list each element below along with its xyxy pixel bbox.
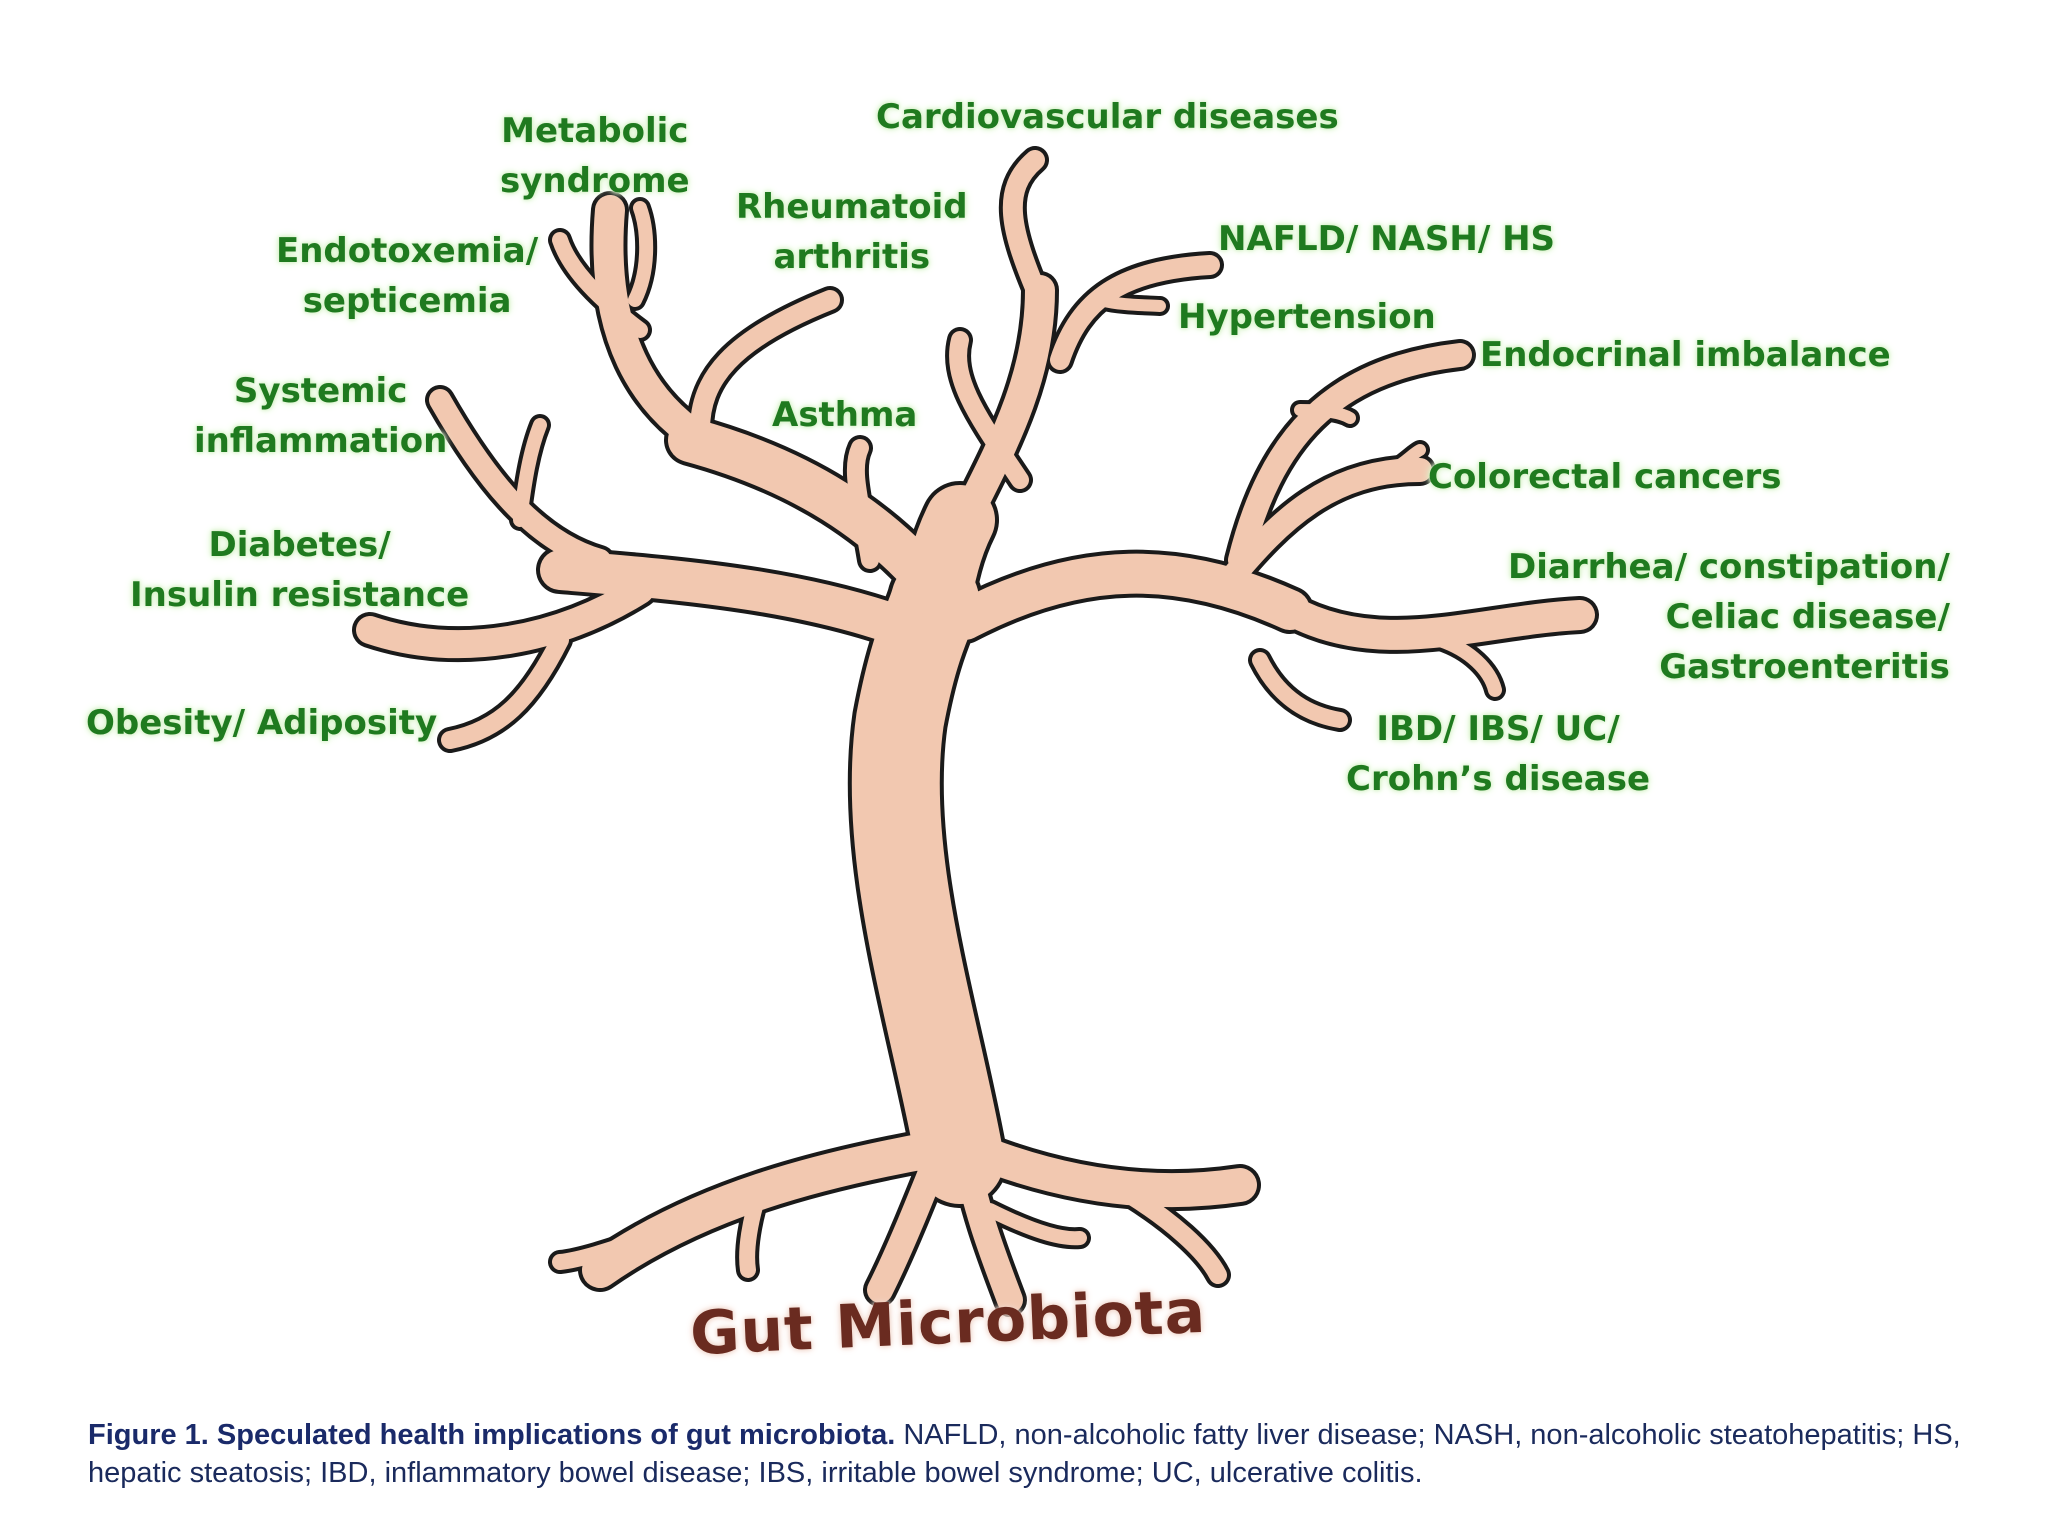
branch-diarrhea <box>1275 595 1595 650</box>
label-diabetes-insulin-resistance: Diabetes/Insulin resistance <box>130 525 470 615</box>
branch-asthma <box>846 439 879 569</box>
label-ibd-ibs-uc-crohns: IBD/ IBS/ UC/Crohn’s disease <box>1346 709 1651 799</box>
branch-endotoxemia <box>552 232 648 338</box>
branch-endocrinal <box>1228 343 1472 572</box>
branch-systemic-fork <box>513 418 547 527</box>
branch-endocrine-fork <box>1294 404 1356 424</box>
root-left <box>867 1137 953 1303</box>
branch-metabolic-tip <box>628 201 654 307</box>
root-left-far-tip <box>552 1232 648 1270</box>
branch-nafld <box>1050 255 1220 370</box>
label-endotoxemia-septicemia: Endotoxemia/septicemia <box>276 231 539 321</box>
branch-up-center <box>945 275 1055 545</box>
caption-lead: Figure 1. Speculated health implications… <box>88 1419 896 1451</box>
label-hypertension: Hypertension <box>1178 297 1436 337</box>
label-asthma: Asthma <box>772 395 918 435</box>
label-diarrhea-celiac-gastroenteritis: Diarrhea/ constipation/Celiac disease/Ga… <box>1508 547 1950 687</box>
root-mid <box>952 1137 1023 1313</box>
root-right <box>958 1133 1257 1208</box>
caption-body: NAFLD, non-alcoholic fatty liver disease… <box>88 1419 1961 1489</box>
label-nafld-nash-hs: NAFLD/ NASH/ HS <box>1218 219 1556 259</box>
label-colorectal-cancers: Colorectal cancers <box>1428 457 1782 497</box>
label-endocrinal-imbalance: Endocrinal imbalance <box>1480 335 1891 375</box>
branch-cardio <box>1002 150 1050 310</box>
branch-hypertension <box>1094 294 1166 312</box>
figure-caption: Figure 1. Speculated health implications… <box>88 1416 1968 1492</box>
branch-center-left <box>949 331 1029 489</box>
branch-diabetes <box>356 576 654 659</box>
branch-ibd <box>1252 652 1348 728</box>
branch-obesity <box>441 631 569 749</box>
branch-rheumatoid <box>690 290 840 440</box>
label-obesity-adiposity: Obesity/ Adiposity <box>86 703 438 743</box>
tree-branches <box>352 146 1599 1317</box>
label-cardiovascular-diseases: Cardiovascular diseases <box>876 97 1339 137</box>
branch-diarrhea-tip <box>1433 633 1502 697</box>
branch-right-main <box>945 553 1310 640</box>
root-right-fork <box>1121 1186 1227 1284</box>
branch-left-low <box>540 550 955 660</box>
root-mid-fork <box>983 1203 1087 1246</box>
root-left-fork <box>739 1182 768 1278</box>
branch-systemic <box>429 389 611 571</box>
branch-colorectal <box>1364 444 1426 486</box>
